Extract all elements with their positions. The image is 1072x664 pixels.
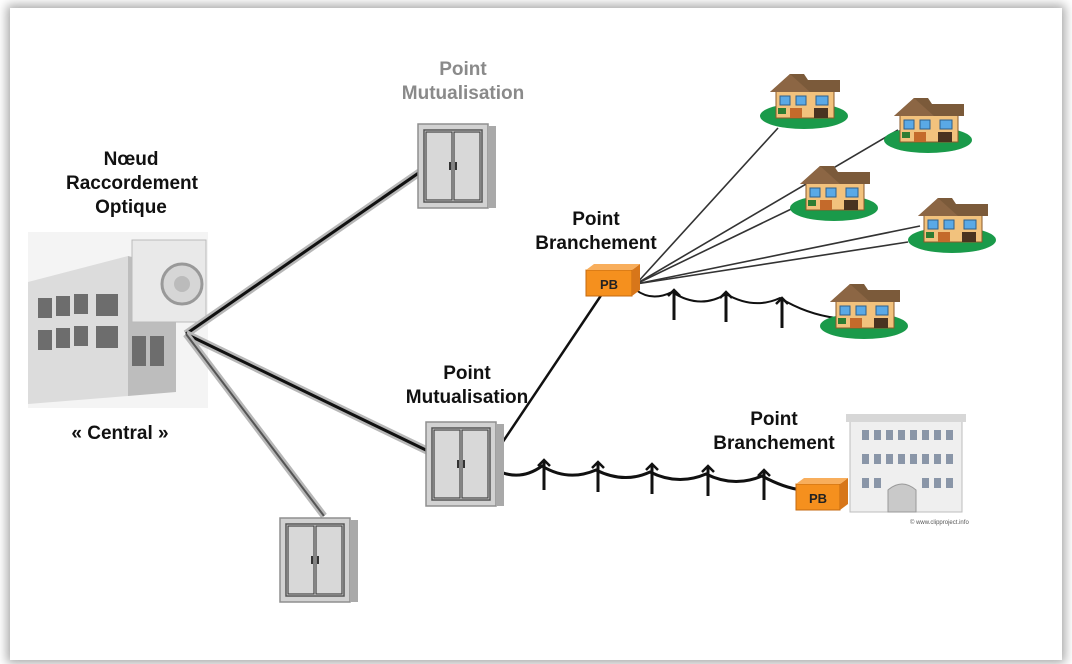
house-icon: [789, 165, 879, 222]
pm-top-line-2: Mutualisation: [401, 83, 525, 104]
nro-title-line-3: Optique: [95, 197, 167, 218]
pb-top-label: Point Branchement: [526, 208, 666, 256]
house-icon: [883, 97, 973, 154]
cabinet-icon-top: [417, 123, 497, 209]
pole-icon: [536, 288, 790, 502]
pm-top-line-1: Point: [439, 59, 487, 80]
pb-box-bottom-label: PB: [809, 491, 827, 506]
house-icon: [819, 283, 909, 340]
pb-bottom-line-2: Branchement: [713, 433, 835, 454]
pm-mid-line-1: Point: [443, 363, 491, 384]
credit-text: © www.clipproject.info: [910, 520, 969, 526]
pm-mid-line-2: Mutualisation: [405, 387, 529, 408]
nro-title: Nœud Raccordement Optique: [66, 148, 198, 220]
central-building-icon: [28, 232, 208, 408]
pb-bottom-line-1: Point: [750, 409, 798, 430]
nro-title-line-2: Raccordement: [66, 173, 198, 194]
apartment-building-icon: [846, 414, 966, 513]
pm-top-label: Point Mutualisation: [390, 58, 536, 106]
house-icon: [907, 197, 997, 254]
pb-box-bottom: PB: [795, 478, 848, 511]
cabinet-icon-middle: [425, 421, 505, 507]
pb-top-line-1: Point: [572, 209, 620, 230]
central-label: « Central »: [71, 423, 169, 444]
fiber-cables: [183, 127, 921, 519]
pm-mid-label: Point Mutualisation: [394, 362, 540, 410]
pb-top-line-2: Branchement: [535, 233, 657, 254]
pb-box-top-label: PB: [600, 277, 618, 292]
pb-box-top: PB: [585, 264, 640, 297]
house-icon: [759, 73, 849, 130]
cabinet-icon-bottom: [279, 517, 359, 603]
pb-bottom-label: Point Branchement: [704, 408, 844, 456]
nro-title-line-1: Nœud: [103, 149, 159, 170]
